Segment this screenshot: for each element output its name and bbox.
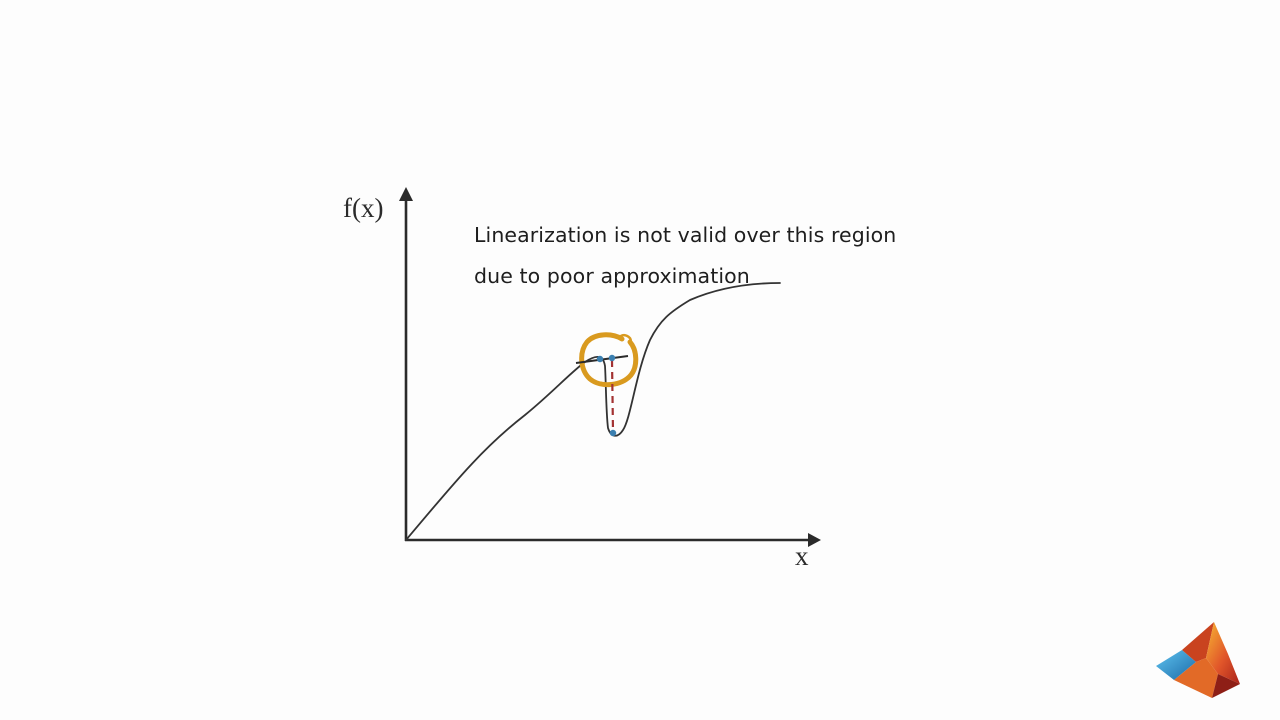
highlight-ring	[579, 332, 639, 388]
annotation-line-1: Linearization is not valid over this reg…	[474, 223, 896, 247]
function-curve	[405, 282, 781, 541]
y-axis-arrowhead	[399, 187, 413, 201]
approximation-error-dashed-line	[610, 359, 615, 433]
actual-function-point	[609, 429, 617, 437]
y-axis-label: f(x)	[343, 193, 383, 223]
x-axis-arrowhead	[808, 533, 821, 547]
operating-point-left	[596, 355, 604, 363]
x-axis-label: x	[795, 541, 809, 571]
axes	[399, 187, 821, 547]
operating-point-right	[608, 354, 616, 362]
annotation-line-2: due to poor approximation	[474, 264, 750, 288]
matlab-membrane-logo-icon	[1156, 622, 1240, 698]
